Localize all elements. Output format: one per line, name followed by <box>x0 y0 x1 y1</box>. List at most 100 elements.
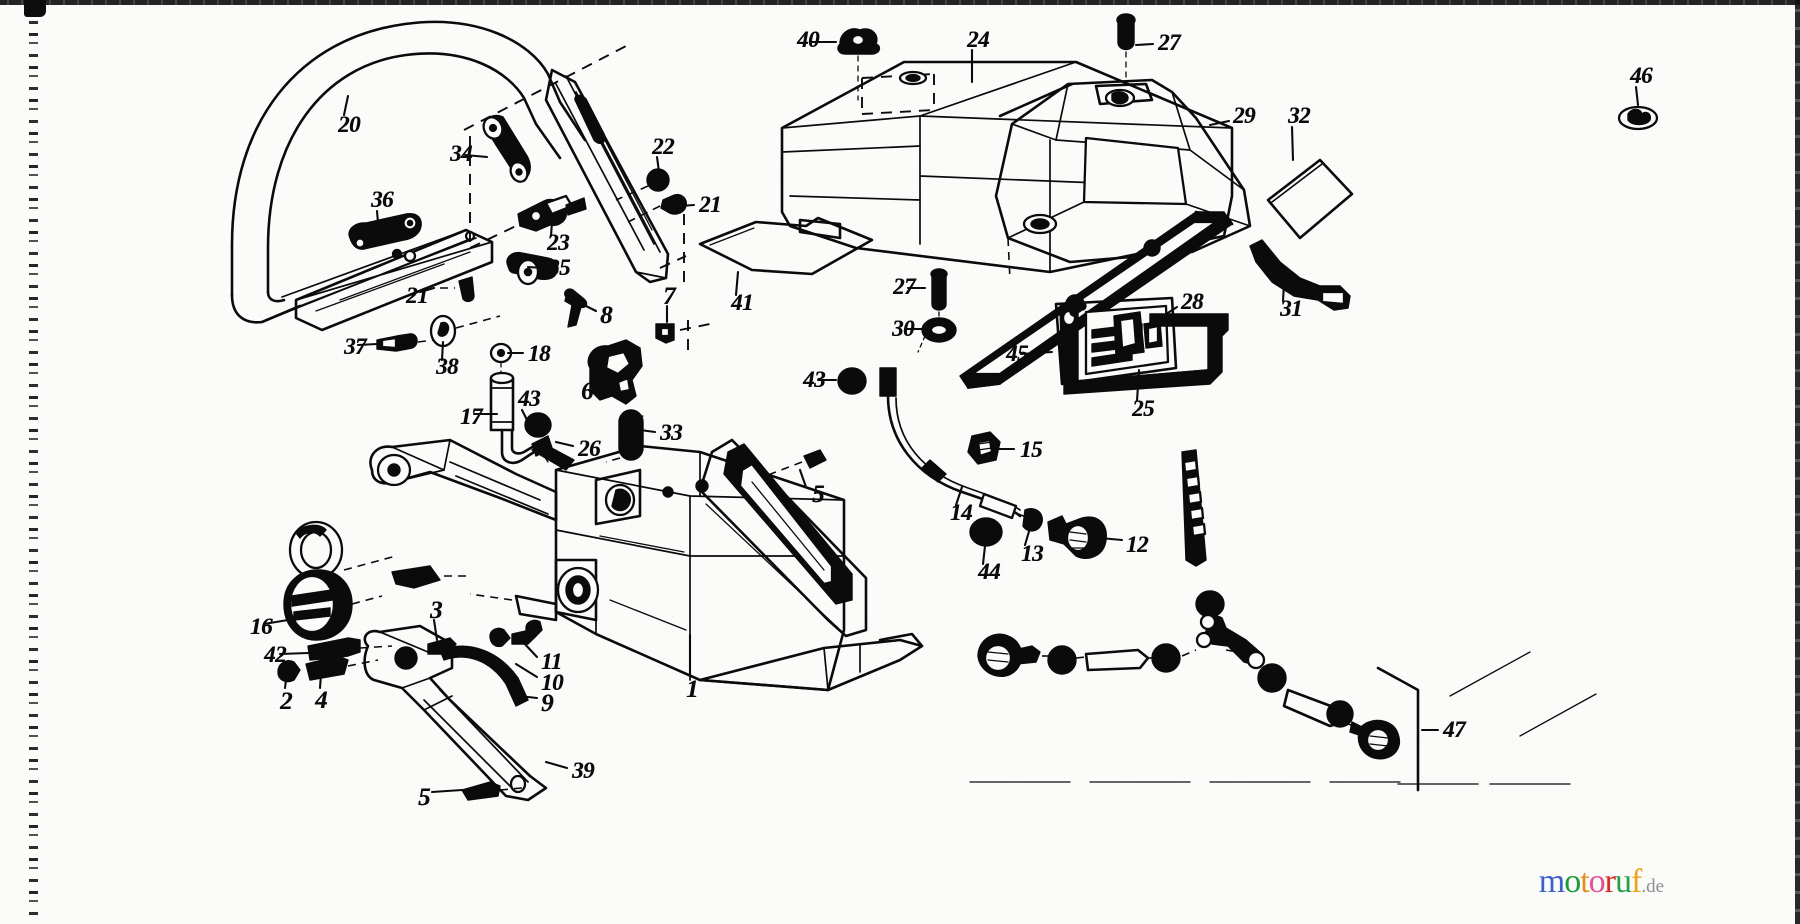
leader-line-6 <box>592 376 617 388</box>
leader-line-23 <box>549 220 554 238</box>
leader-line-2 <box>283 670 289 690</box>
watermark-letter: o <box>1564 863 1581 900</box>
callout-number-6: 6 <box>581 378 594 405</box>
leader-line-10 <box>514 662 539 679</box>
part-32-plate <box>1266 158 1354 240</box>
leader-line-29 <box>1208 119 1231 127</box>
motoruf-watermark: motoruf.de <box>1539 865 1664 899</box>
callout-number-20: 20 <box>338 112 361 137</box>
part-36-link <box>348 212 422 260</box>
leader-line-3 <box>432 618 439 642</box>
callout-number-28: 28 <box>1181 289 1204 314</box>
callout-number-37: 37 <box>344 334 367 359</box>
callout-number-27: 27 <box>1158 30 1181 55</box>
part-1-crankcase-body <box>369 438 924 692</box>
callout-number-44: 44 <box>978 559 1001 584</box>
watermark-letter: m <box>1538 863 1565 900</box>
callout-number-40: 40 <box>797 27 820 52</box>
part-41-gasket <box>698 216 874 276</box>
page-top-border <box>0 0 1800 5</box>
part-27-screw-lower <box>930 268 948 323</box>
leader-line-33 <box>638 428 657 434</box>
callout-number-38: 38 <box>436 354 459 379</box>
callout-number-10: 10 <box>541 670 564 695</box>
callout-number-2: 2 <box>280 688 293 715</box>
leader-line-37 <box>356 342 379 347</box>
leader-line-28 <box>1158 305 1179 320</box>
callout-number-24: 24 <box>967 27 990 52</box>
leader-line-46 <box>1634 85 1640 107</box>
leader-line-9 <box>517 694 539 700</box>
callout-number-39: 39 <box>572 758 595 783</box>
scan-artifact-left-edge <box>29 0 38 924</box>
part-7-bracket <box>655 320 711 350</box>
part-47-tool-kit <box>969 449 1597 792</box>
callout-number-15: 15 <box>1020 437 1043 462</box>
leader-line-16 <box>262 618 290 626</box>
leader-line-27 <box>1134 42 1155 47</box>
part-12-adjuster <box>1047 515 1107 559</box>
leader-line-4 <box>318 658 324 690</box>
leader-line-8 <box>582 303 598 313</box>
leader-line-22 <box>655 155 661 174</box>
leader-line-32 <box>1290 125 1295 162</box>
callout-number-47: 47 <box>1443 717 1466 742</box>
callout-number-32: 32 <box>1288 103 1311 128</box>
callout-number-41: 41 <box>731 290 754 315</box>
callout-number-46: 46 <box>1630 63 1653 88</box>
leader-line-21 <box>678 203 696 208</box>
part-42-bolt <box>307 637 393 661</box>
part-13-ball-end <box>1022 508 1043 532</box>
part-44-grommet <box>969 517 1003 547</box>
leader-line-11 <box>520 639 539 659</box>
callout-number-18: 18 <box>528 341 551 366</box>
part-9-brake-band <box>439 645 529 707</box>
part-45-air-filter <box>1054 296 1178 386</box>
leader-line-39 <box>544 760 569 770</box>
part-3-screw <box>427 637 457 655</box>
callout-number-4: 4 <box>315 687 328 714</box>
leader-line-12 <box>1098 536 1124 542</box>
leader-line-42 <box>278 651 310 656</box>
callout-number-1: 1 <box>686 676 699 703</box>
part-35-latch <box>506 251 559 286</box>
callout-number-29: 29 <box>1233 103 1256 128</box>
part-6-brake-lever <box>587 339 643 405</box>
leader-line-25 <box>1135 368 1141 403</box>
callout-number-21: 21 <box>699 192 722 217</box>
callout-leader-lines <box>262 40 1640 794</box>
callout-number-36: 36 <box>371 187 394 212</box>
leader-line-14 <box>954 485 964 507</box>
part-26-stud <box>531 443 575 471</box>
part-5-screw-center <box>759 449 827 479</box>
callout-number-7: 7 <box>663 283 676 310</box>
part-16-clutch-drum <box>283 520 397 641</box>
callout-number-22: 22 <box>652 134 675 159</box>
part-22-ball-knob <box>615 168 670 201</box>
callout-number-34: 34 <box>450 141 473 166</box>
callout-number-26: 26 <box>578 436 601 461</box>
part-43-cap-right <box>837 367 867 395</box>
leader-line-5 <box>430 788 464 794</box>
callout-number-23: 23 <box>547 230 570 255</box>
watermark-letter: r <box>1604 863 1616 900</box>
part-38-grommet <box>429 314 501 348</box>
leader-line-45 <box>1019 350 1054 356</box>
watermark-letter: f <box>1630 863 1642 900</box>
part-2-nut <box>277 660 301 683</box>
leader-line-5 <box>798 468 808 489</box>
callout-number-35: 35 <box>548 255 571 280</box>
leader-line-31 <box>1281 281 1286 303</box>
callout-number-17: 17 <box>460 404 483 429</box>
part-27-screw-upper <box>1116 13 1136 85</box>
callout-number-30: 30 <box>892 316 915 341</box>
part-31-rod <box>1249 239 1351 311</box>
callout-number-45: 45 <box>1006 341 1029 366</box>
callout-number-12: 12 <box>1126 532 1149 557</box>
callout-number-16: 16 <box>250 614 273 639</box>
watermark-letter: t <box>1580 863 1590 900</box>
leader-line-43 <box>520 408 529 422</box>
part-14-throttle-cable <box>879 367 1035 521</box>
